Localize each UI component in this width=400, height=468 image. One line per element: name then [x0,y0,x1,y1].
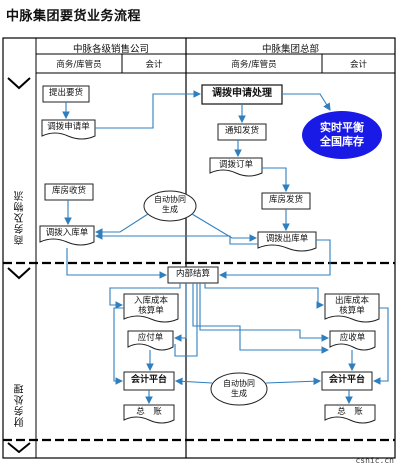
subheader-left-accountant: 会计 [145,60,163,70]
label-auto-collab-top: 自动协同 生成 [144,195,196,215]
subheader-left-clerk: 商务/库管员 [56,60,102,70]
node-ledger-right [324,404,376,424]
label-realtime-inventory: 实时平衡 全国库存 [302,121,382,149]
label-payable-form: 应付单 [137,333,164,343]
label-out-cost-form-line1: 出库成本 [334,296,369,306]
label-warehouse-shipping: 库房发货 [268,195,303,205]
label-receivable-form: 应收单 [339,333,366,343]
node-ledger-left [123,404,175,424]
label-auto-collab-bottom-line1: 自动协同 [223,379,255,388]
lane-label-finance: 财务处理 [15,383,26,427]
label-internal-settlement: 内部结算 [175,269,210,279]
node-transfer-out-form [257,231,317,252]
subheader-right-clerk: 商务/库管员 [231,60,277,70]
label-warehouse-receiving: 库房收货 [51,186,86,196]
watermark: csnic.cn [355,456,394,465]
label-auto-collab-bottom: 自动协同 生成 [211,379,267,399]
label-auto-collab-top-line1: 自动协同 [154,195,186,204]
column-header-left-group: 中脉各级销售公司 [72,44,149,55]
node-transfer-order [209,157,263,177]
outer-frame [2,37,396,459]
label-transfer-request-process: 调拨申请处理 [212,88,272,99]
node-auto-collab-top [143,190,197,222]
label-accounting-right: 会计平台 [328,375,365,385]
node-payable-form [127,330,174,351]
label-transfer-request-form: 调拨申请单 [47,122,90,132]
node-accounting-right [321,371,373,391]
label-ledger-right: 总 账 [337,407,363,417]
subheader-right-accountant: 会计 [349,60,367,70]
lane-label-logistics: 商务及物流 [15,190,26,245]
node-warehouse-receiving [44,183,94,201]
node-transfer-in-form [39,225,95,246]
node-transfer-request-form [41,119,96,140]
label-realtime-inventory-line1: 实时平衡 [320,121,364,134]
diagram-title: 中脉集团要货业务流程 [6,9,142,24]
label-out-cost-form-line2: 核算单 [339,306,365,316]
label-accounting-left: 会计平台 [130,375,167,385]
label-in-cost-form-line1: 入库成本 [133,296,168,306]
column-header-right-group: 中脉集团总部 [261,44,319,55]
label-submit-request: 提出要货 [48,88,83,98]
label-auto-collab-bottom-line2: 生成 [231,389,247,398]
node-realtime-inventory [302,111,382,159]
label-transfer-out-form: 调拨出库单 [265,234,309,244]
label-in-cost-form-line2: 核算单 [138,306,164,316]
label-realtime-inventory-line2: 全国库存 [320,135,364,148]
label-out-cost-form: 出库成本 核算单 [325,296,379,316]
label-in-cost-form: 入库成本 核算单 [124,296,178,316]
label-auto-collab-top-line2: 生成 [162,205,178,214]
node-in-cost-form [123,293,179,323]
label-transfer-in-form: 调拨入库单 [45,228,89,238]
label-ledger-left: 总 账 [136,407,162,417]
node-receivable-form [329,330,376,351]
node-out-cost-form [324,293,380,323]
label-transfer-order: 调拨订单 [218,160,253,170]
node-auto-collab-bottom [210,372,268,406]
node-notify-shipping [217,123,267,141]
label-notify-shipping: 通知发货 [224,126,259,136]
